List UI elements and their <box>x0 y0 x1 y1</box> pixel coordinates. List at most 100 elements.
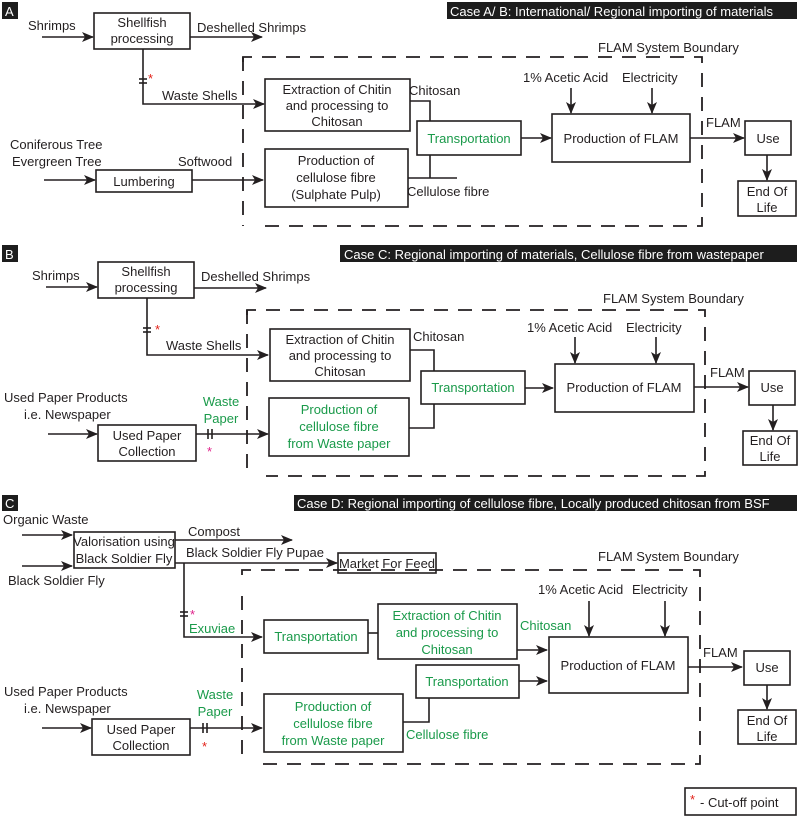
connector-cellulose <box>408 155 457 179</box>
input-evergreen: Evergreen Tree <box>12 154 102 169</box>
box-text: Transportation <box>425 674 508 689</box>
arrow-waste-shells <box>142 49 265 109</box>
panel-letter-bg <box>2 2 18 19</box>
box-text: Extraction of Chitin <box>282 82 391 97</box>
box-used-paper-collection <box>97 424 197 462</box>
box-text: Transportation <box>431 380 514 395</box>
box-text: from Waste paper <box>288 436 392 451</box>
panel-c: C Case D: Regional importing of cellulos… <box>2 495 797 765</box>
box-text: End Of <box>750 433 791 448</box>
case-title: Case C: Regional importing of materials,… <box>344 247 764 262</box>
connector-cellulose <box>403 698 430 723</box>
box-text: Production of <box>301 402 378 417</box>
box-text: Collection <box>118 444 175 459</box>
panel-letter-bg <box>2 495 18 511</box>
case-title: Case D: Regional importing of cellulose … <box>297 496 770 511</box>
input-newspaper: i.e. Newspaper <box>24 407 111 422</box>
input-black-soldier-fly: Black Soldier Fly <box>8 573 105 588</box>
box-text: Use <box>760 380 783 395</box>
label-waste-shells: Waste Shells <box>166 338 242 353</box>
label-waste-paper: Waste <box>197 687 233 702</box>
box-lumbering <box>95 169 193 193</box>
arrow-exuviae <box>183 563 263 642</box>
panel-letter-bg <box>2 245 18 262</box>
box-text: and processing to <box>396 625 499 640</box>
input-used-paper: Used Paper Products <box>4 684 128 699</box>
input-used-paper: Used Paper Products <box>4 390 128 405</box>
box-use <box>744 120 792 156</box>
label-exuviae: Exuviae <box>189 621 235 636</box>
label-flam: FLAM <box>710 365 745 380</box>
connector-chitosan <box>410 349 435 371</box>
arrow-waste-shells <box>146 298 269 360</box>
input-organic-waste: Organic Waste <box>3 512 89 527</box>
case-title-bg <box>447 2 797 19</box>
box-text: Market For Feed <box>339 556 435 571</box>
box-text: Production of FLAM <box>564 131 679 146</box>
panel-letter: C <box>5 496 14 511</box>
panel-a: A Case A/ B: International/ Regional imp… <box>2 2 797 227</box>
box-text: cellulose fibre <box>296 170 376 185</box>
box-transportation <box>416 120 522 156</box>
box-end-of-life <box>737 709 797 745</box>
cutoff-marker: * <box>155 322 160 337</box>
system-boundary-label: FLAM System Boundary <box>598 40 739 55</box>
connector-cellulose <box>409 404 435 429</box>
label-cellulose-fibre: Cellulose fibre <box>406 727 488 742</box>
panel-letter: A <box>5 4 14 19</box>
box-text: Transportation <box>427 131 510 146</box>
box-text: End Of <box>747 184 788 199</box>
box-text: Life <box>757 729 778 744</box>
box-shellfish-processing <box>97 261 195 299</box>
legend-marker: * <box>690 792 695 807</box>
legend-text: - Cut-off point <box>700 795 779 810</box>
box-text: Transportation <box>274 629 357 644</box>
box-transportation <box>420 370 526 405</box>
connector-chitosan <box>410 100 431 121</box>
input-newspaper: i.e. Newspaper <box>24 701 111 716</box>
output-deshelled-shrimps: Deshelled Shrimps <box>201 269 311 284</box>
box-cellulose-sulphate <box>264 148 409 208</box>
output-compost: Compost <box>188 524 240 539</box>
box-text: Chitosan <box>421 642 472 657</box>
box-text: and processing to <box>286 98 389 113</box>
box-text: Production of <box>295 699 372 714</box>
label-acetic-acid: 1% Acetic Acid <box>538 582 623 597</box>
system-boundary-label: FLAM System Boundary <box>598 549 739 564</box>
input-coniferous: Coniferous Tree <box>10 137 103 152</box>
box-text: Extraction of Chitin <box>285 332 394 347</box>
label-chitosan: Chitosan <box>520 618 571 633</box>
label-flam: FLAM <box>706 115 741 130</box>
box-text: from Waste paper <box>282 733 386 748</box>
box-text: Shellfish <box>121 264 170 279</box>
box-extraction-chitin <box>264 78 411 132</box>
label-waste-paper: Paper <box>204 411 239 426</box>
box-text: Production of FLAM <box>567 380 682 395</box>
label-cellulose-fibre: Cellulose fibre <box>407 184 489 199</box>
box-text: processing <box>111 31 174 46</box>
cutoff-marker: * <box>207 444 212 459</box>
box-cellulose-wastepaper <box>263 693 404 753</box>
box-text: (Sulphate Pulp) <box>291 187 381 202</box>
input-shrimps: Shrimps <box>28 18 76 33</box>
case-title: Case A/ B: International/ Regional impor… <box>450 4 774 19</box>
system-boundary <box>241 569 701 765</box>
box-end-of-life <box>742 430 798 466</box>
box-text: Used Paper <box>107 722 176 737</box>
box-use <box>748 370 796 406</box>
label-chitosan: Chitosan <box>413 329 464 344</box>
box-text: processing <box>115 280 178 295</box>
box-text: Chitosan <box>314 364 365 379</box>
box-market-for-feed <box>337 552 437 574</box>
system-boundary-label: FLAM System Boundary <box>603 291 744 306</box>
box-transportation-cellulose <box>415 664 520 699</box>
input-shrimps: Shrimps <box>32 268 80 283</box>
box-text: Black Soldier Fly <box>76 551 173 566</box>
box-transportation-exuviae <box>263 619 369 654</box>
label-waste-shells: Waste Shells <box>162 88 238 103</box>
box-text: cellulose fibre <box>299 419 379 434</box>
box-used-paper-collection <box>91 718 191 756</box>
cutoff-marker: * <box>148 71 153 86</box>
box-text: Use <box>756 131 779 146</box>
box-text: Extraction of Chitin <box>392 608 501 623</box>
